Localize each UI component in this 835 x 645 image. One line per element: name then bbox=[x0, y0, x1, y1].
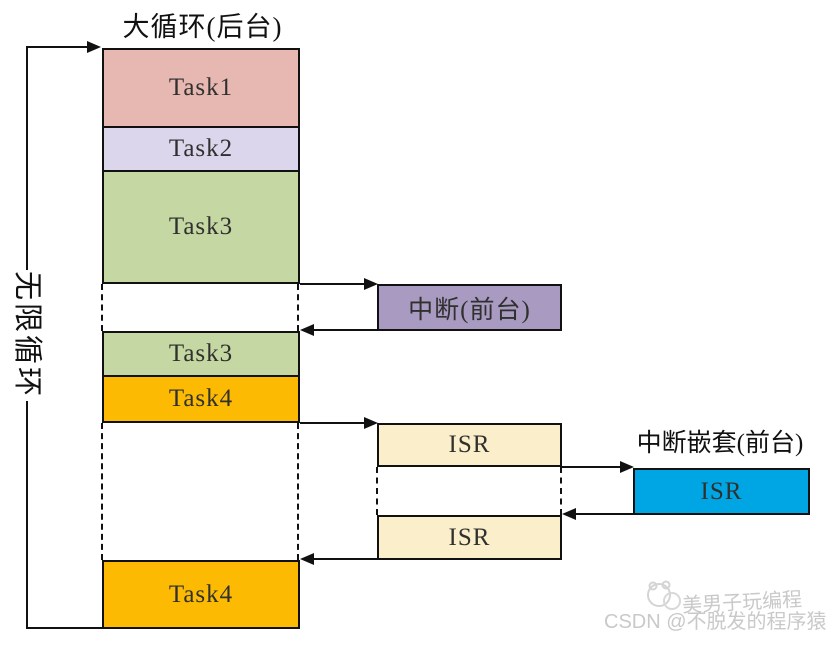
arrowhead-to-task3-icon bbox=[300, 324, 314, 336]
dashed-line-isr-left bbox=[376, 467, 378, 515]
dashed-line-gap2-left bbox=[101, 423, 103, 560]
watermark-credit: CSDN @不脱发的程序猿 bbox=[604, 611, 827, 633]
task4-label: Task4 bbox=[168, 385, 234, 412]
task4-resumed-label: Task4 bbox=[168, 580, 234, 608]
infinite-loop-label: 无限循环 bbox=[11, 270, 43, 399]
task2-label: Task2 bbox=[168, 135, 234, 162]
arrow-nested-isr-to-isr bbox=[572, 513, 633, 515]
arrow-isr-to-nested-isr bbox=[562, 466, 622, 468]
nested-interrupt-title: 中断嵌套(前台) bbox=[636, 430, 804, 457]
loop-line-bottom bbox=[26, 627, 104, 629]
arrowhead-return-to-isr-icon bbox=[562, 508, 576, 520]
isr-bottom-box: ISR bbox=[377, 515, 562, 560]
loop-line-vertical-upper bbox=[26, 46, 28, 270]
task2-box: Task2 bbox=[102, 126, 300, 172]
arrow-interrupt-to-task3 bbox=[310, 329, 377, 331]
arrow-task4-to-isr bbox=[300, 422, 366, 424]
loop-line-vertical-lower bbox=[26, 401, 28, 629]
interrupt-box: 中断(前台) bbox=[377, 284, 562, 331]
arrow-isr-to-task4 bbox=[310, 558, 377, 560]
dashed-line-isr-right bbox=[560, 467, 562, 515]
nested-isr-label: ISR bbox=[700, 477, 743, 505]
nested-isr-box: ISR bbox=[633, 468, 810, 515]
dashed-line-gap1-right bbox=[297, 284, 299, 331]
arrowhead-to-interrupt-icon bbox=[364, 278, 378, 290]
isr-top-label: ISR bbox=[448, 431, 491, 458]
task3-resumed-label: Task3 bbox=[168, 340, 234, 367]
task1-box: Task1 bbox=[102, 48, 300, 128]
task3-label: Task3 bbox=[168, 213, 234, 240]
task4-box: Task4 bbox=[102, 375, 300, 423]
arrowhead-to-nested-isr-icon bbox=[620, 461, 634, 473]
arrow-task3-to-interrupt bbox=[300, 283, 366, 285]
task3-resumed-box: Task3 bbox=[102, 331, 300, 377]
isr-top-box: ISR bbox=[377, 423, 562, 467]
interrupt-label: 中断(前台) bbox=[408, 296, 531, 324]
task4-resumed-box: Task4 bbox=[102, 560, 300, 629]
loop-arrowhead-icon bbox=[87, 41, 101, 53]
task3-box: Task3 bbox=[102, 170, 300, 284]
dashed-line-gap1-left bbox=[101, 284, 103, 331]
dashed-line-gap2-right bbox=[297, 423, 299, 560]
task1-label: Task1 bbox=[168, 74, 234, 101]
arrowhead-to-task4-icon bbox=[300, 553, 314, 565]
brand-logo-icon bbox=[647, 580, 681, 610]
arrowhead-to-isr-icon bbox=[364, 417, 378, 429]
diagram-title: 大循环(后台) bbox=[122, 12, 283, 42]
loop-line-top bbox=[26, 46, 88, 48]
isr-bottom-label: ISR bbox=[448, 523, 491, 551]
